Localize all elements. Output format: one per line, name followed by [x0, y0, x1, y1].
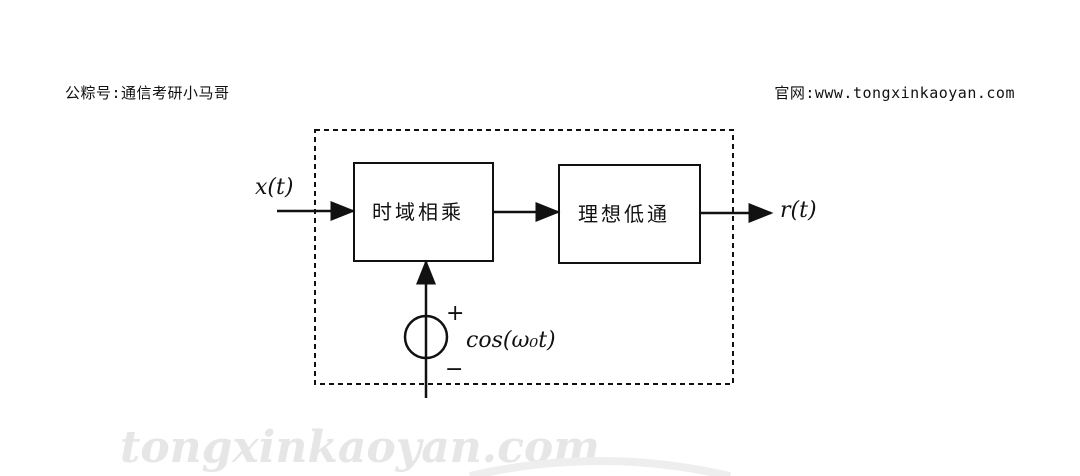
- watermark-arc: [469, 457, 731, 476]
- multiplier-label: 时域相乘: [372, 200, 464, 224]
- watermark: tongxinkaoyan.com: [120, 422, 731, 476]
- input-label: x(t): [255, 175, 293, 200]
- source-label: cos(ω₀t): [466, 328, 556, 353]
- lowpass-block: [558, 164, 701, 264]
- header-right: 官网:www.tongxinkaoyan.com: [774, 84, 1015, 102]
- source-icon: [403, 314, 449, 360]
- plus-sign: +: [446, 301, 464, 326]
- output-label: r(t): [780, 198, 817, 223]
- header-left: 公粽号:通信考研小马哥: [65, 84, 230, 102]
- lowpass-label: 理想低通: [578, 202, 670, 226]
- system-boundary: [314, 129, 734, 385]
- minus-sign: −: [445, 357, 463, 382]
